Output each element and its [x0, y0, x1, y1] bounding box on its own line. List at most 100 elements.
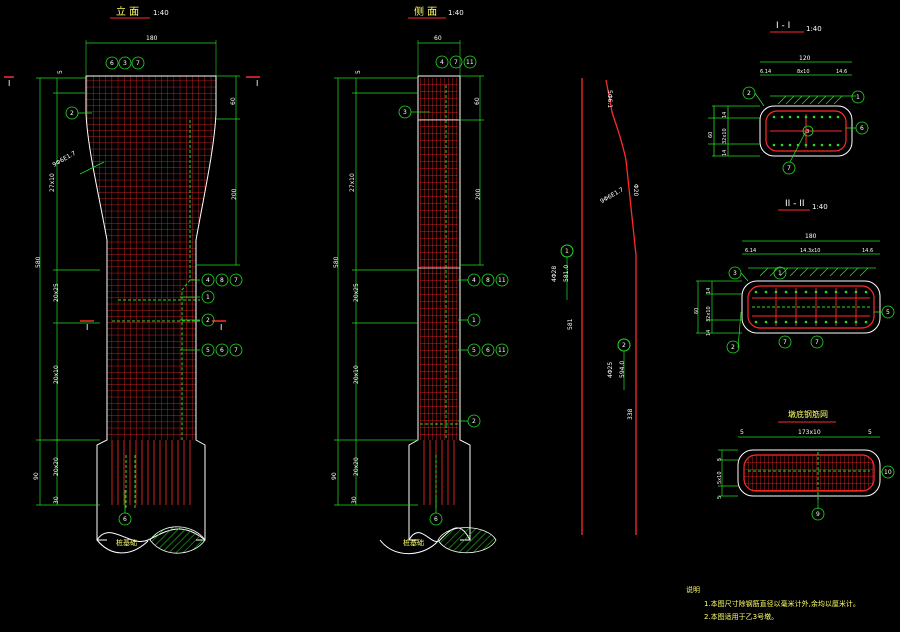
section-3-outline — [737, 449, 881, 497]
front-rebar-grid — [86, 76, 216, 440]
section-2-hoop — [747, 285, 875, 329]
section-1-callout-4: 6 — [860, 125, 864, 132]
section-3-side-2: 5x10 — [717, 471, 723, 484]
section-1-side-4: 14 — [722, 150, 728, 156]
section-2-callout-2: 1 — [778, 270, 782, 277]
front-callouts — [65, 56, 243, 526]
front-callout-7: 7 — [234, 277, 238, 284]
side-dim-30: 30 — [351, 496, 358, 504]
section-3-side-3: 5 — [717, 496, 723, 499]
section-2-title: II - II — [785, 199, 805, 209]
front-callout-11: 6 — [220, 347, 224, 354]
side-dim-5: 5 — [355, 70, 362, 74]
notes-heading: 说明 — [686, 585, 700, 594]
section-1-hoop — [765, 110, 847, 152]
section-3-callout-2: 9 — [816, 511, 820, 518]
section-1-sub-3: 14.6 — [836, 69, 847, 75]
front-callout-2: 3 — [123, 60, 127, 67]
section-2-callout-6: 7 — [815, 339, 819, 346]
side-dim-90: 90 — [331, 472, 338, 480]
front-dim-total: 580 — [35, 256, 42, 268]
front-dim-30: 30 — [53, 496, 60, 504]
front-callout-8: 1 — [206, 294, 210, 301]
section-3-width: 173x10 — [798, 429, 821, 436]
section-3-side-1: 5 — [717, 458, 723, 461]
front-callout-3: 7 — [136, 60, 140, 67]
front-green-bars — [112, 120, 200, 510]
section-2-callout-5: 7 — [783, 339, 787, 346]
front-dim-20x20: 20x20 — [53, 457, 60, 476]
section-2-scale: 1:40 — [812, 203, 828, 211]
front-outline — [85, 75, 217, 541]
front-left-dims — [36, 77, 100, 506]
section-2-side-1: 60 — [694, 308, 700, 314]
section-mark-top-left: I — [8, 79, 10, 88]
notes: 说明 1.本图尺寸除钢筋直径以毫米计外,余均以厘米计。 2.本图适用于乙3号墩。 — [686, 585, 860, 621]
section-1: I - I 1:40 120 6.14 8x10 14.6 60 14 32x1… — [708, 21, 869, 175]
front-width-dim: 180 — [146, 35, 158, 42]
front-callout-labels: 6 3 7 2 4 8 7 1 2 5 6 7 6 — [70, 60, 238, 523]
section-2: II - II 1:40 180 6.14 14.3x10 14.6 6 — [694, 199, 895, 354]
detail-label-5: 581.0 — [563, 265, 570, 282]
front-callout-10: 5 — [206, 347, 210, 354]
section-1-callout-2: 1 — [856, 94, 860, 101]
front-dim-20x10: 20x10 — [53, 365, 60, 384]
front-right-dims — [196, 75, 240, 266]
side-callout-7: 11 — [498, 277, 506, 284]
side-callout-10: 6 — [486, 347, 490, 354]
front-dim-5: 5 — [57, 70, 64, 74]
side-callout-9: 5 — [472, 347, 476, 354]
side-callout-6: 8 — [486, 277, 490, 284]
section-3-mesh — [743, 454, 875, 492]
section-3: 墩底钢筋网 173x10 5 5 5 5x10 5 10 9 — [717, 409, 895, 521]
detail-callout-2: 2 — [622, 342, 626, 349]
front-callout-5: 4 — [206, 277, 210, 284]
side-dim-60: 60 — [474, 97, 481, 105]
front-callout-12: 7 — [234, 347, 238, 354]
side-callout-5: 4 — [472, 277, 476, 284]
section-3-end-2: 5 — [868, 429, 872, 436]
section-1-outline — [759, 105, 853, 157]
front-vertical-bars — [111, 440, 191, 505]
detail-label-9: 338 — [627, 408, 634, 420]
side-callout-3: 11 — [466, 59, 474, 66]
detail-label-3: Φ20 — [632, 184, 639, 197]
detail-label-1: 5Φ6.1 — [606, 90, 613, 108]
side-callout-4: 3 — [403, 109, 407, 116]
side-callout-12: 2 — [472, 418, 476, 425]
section-2-width: 180 — [805, 233, 817, 240]
side-title: 侧 面 — [414, 5, 437, 18]
front-foot-label: 桩基础 — [116, 538, 137, 547]
section-1-side-1: 60 — [708, 132, 714, 138]
side-width-dim: 60 — [434, 35, 442, 42]
section-mark-top-right: I — [256, 79, 258, 88]
section-1-sub-1: 6.14 — [760, 69, 771, 75]
side-rebar-grid — [420, 78, 458, 440]
section-2-sub-2: 14.3x10 — [800, 248, 820, 254]
side-foot-label: 桩基础 — [403, 538, 424, 547]
section-2-side-2: 14 — [706, 288, 712, 294]
section-3-callout-1: 10 — [884, 469, 892, 476]
side-callout-labels: 4 7 11 3 4 8 11 1 5 6 11 2 6 — [403, 59, 506, 523]
detail-label-2: 9Φ6E1.7 — [599, 186, 625, 205]
side-dim-20x25: 20x25 — [353, 283, 360, 302]
side-view: 侧 面 1:40 60 桩基础 5 580 27x10 — [331, 5, 497, 555]
front-callout-6: 8 — [220, 277, 224, 284]
detail-label-7: 4Φ25 — [607, 362, 614, 378]
section-mark-mid-left: I — [86, 323, 88, 332]
section-1-callout-1: 2 — [747, 90, 751, 97]
notes-line-2: 2.本图适用于乙3号墩。 — [704, 612, 778, 621]
front-scale: 1:40 — [153, 9, 169, 17]
side-callout-1: 4 — [440, 59, 444, 66]
side-left-dims — [334, 77, 418, 506]
side-dim-200: 200 — [475, 188, 482, 200]
side-dim-20x10: 20x10 — [353, 365, 360, 384]
section-1-sub-2: 8x10 — [797, 69, 810, 75]
side-dim-27x10: 27x10 — [349, 173, 356, 192]
section-1-side-3: 32x10 — [722, 128, 728, 144]
section-1-side-2: 14 — [722, 112, 728, 118]
rebar-detail: 1 2 5Φ6.1 9Φ6E1.7 Φ20 4Φ28 581.0 581 4Φ2… — [551, 78, 639, 535]
section-1-title: I - I — [776, 21, 790, 31]
side-callout-13: 6 — [434, 516, 438, 523]
